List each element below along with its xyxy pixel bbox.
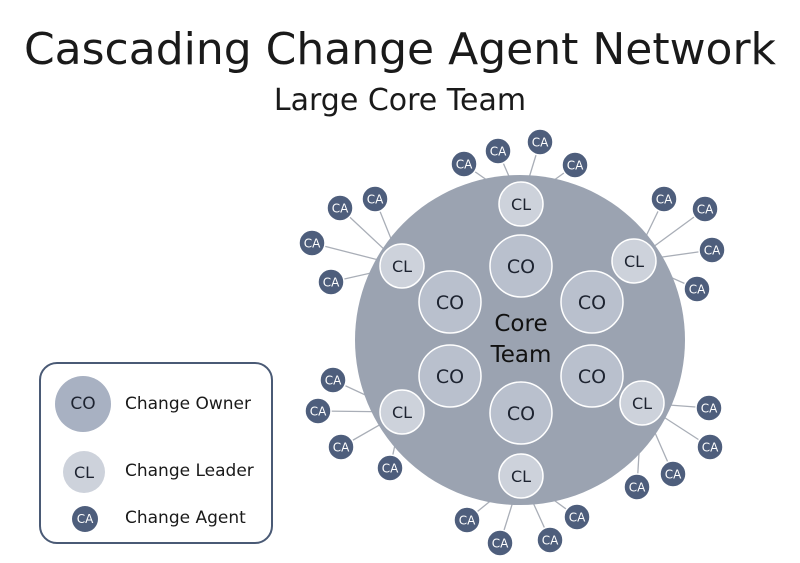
change-agent-node [450, 150, 478, 178]
change-agent-label: CA [459, 513, 476, 527]
core-team-circle [355, 175, 685, 505]
change-agent-label: CA [569, 510, 586, 524]
change-agent-label: CA [567, 158, 584, 172]
change-agent-label: CA [701, 401, 718, 415]
diagram-title: Cascading Change Agent Network [23, 24, 777, 75]
change-agent-node [695, 394, 723, 422]
change-agent-label: CA [333, 440, 350, 454]
change-agent-node [298, 229, 326, 257]
change-agent-label: CA [325, 373, 342, 387]
change-owner-label: CO [578, 366, 606, 388]
change-agent-label: CA [310, 404, 327, 418]
change-agent-label: CA [704, 243, 721, 257]
change-leader-node [498, 453, 544, 499]
change-owner-node [418, 344, 482, 408]
change-agent-label: CA [702, 440, 719, 454]
change-agent-node [361, 185, 389, 213]
legend: CO Change Owner CL Change Leader CA Chan… [39, 362, 273, 544]
change-agent-label: CA [629, 480, 646, 494]
change-agent-label: CA [367, 192, 384, 206]
change-agent-node [696, 433, 724, 461]
change-agent-node [526, 128, 554, 156]
change-agent-label: CA [532, 135, 549, 149]
change-leader-node [498, 181, 544, 227]
change-agent-label: CA [456, 157, 473, 171]
change-agent-node [691, 195, 719, 223]
change-agent-node [326, 194, 354, 222]
change-owner-label: CO [436, 366, 464, 388]
change-agent-node [561, 151, 589, 179]
legend-agent-label: Change Agent [125, 508, 246, 528]
change-agent-node [453, 506, 481, 534]
change-owner-label: CO [578, 292, 606, 314]
change-owner-node [418, 270, 482, 334]
change-leader-label: CL [511, 195, 531, 214]
change-owner-label: CO [436, 292, 464, 314]
change-leader-node [611, 238, 657, 284]
change-owner-node [489, 234, 553, 298]
change-agent-label: CA [665, 467, 682, 481]
change-owner-label: CO [507, 403, 535, 425]
change-agent-label: CA [542, 533, 559, 547]
change-agent-label: CA [382, 461, 399, 475]
change-leader-node [379, 389, 425, 435]
change-agent-node [563, 503, 591, 531]
change-owner-group: CO CO CO CO CO CO [418, 234, 624, 445]
change-agent-label: CA [492, 536, 509, 550]
change-agent-node [486, 529, 514, 557]
change-agent-node [319, 366, 347, 394]
change-leader-node [379, 243, 425, 289]
change-agent-node [650, 185, 678, 213]
change-agent-node [536, 526, 564, 554]
change-owner-node [560, 270, 624, 334]
change-leader-label: CL [624, 252, 644, 271]
change-leader-label: CL [632, 394, 652, 413]
core-team-label-line1: Core [494, 311, 547, 337]
change-agent-node [376, 454, 404, 482]
change-agent-label: CA [332, 201, 349, 215]
change-leader-node [619, 380, 665, 426]
change-agent-node [327, 433, 355, 461]
change-agent-label: CA [656, 192, 673, 206]
change-agent-label: CA [304, 236, 321, 250]
change-owner-node [560, 344, 624, 408]
change-owner-node [489, 381, 553, 445]
change-leader-label: CL [392, 403, 412, 422]
change-agent-node [623, 473, 651, 501]
change-agent-group: CA CA CA CA CA CA CA CA CA CA CA CA CA CA CA CA CA CA CA CA… [298, 128, 726, 557]
change-leader-label: CL [392, 257, 412, 276]
change-agent-label: CA [689, 282, 706, 296]
change-agent-node [484, 137, 512, 165]
change-agent-node [659, 460, 687, 488]
change-agent-label: CA [490, 144, 507, 158]
change-agent-label: CA [697, 202, 714, 216]
diagram-subtitle: Large Core Team [273, 83, 527, 118]
change-agent-node [683, 275, 711, 303]
legend-agent-icon: CA [72, 506, 98, 532]
legend-owner-label: Change Owner [125, 394, 251, 414]
core-team-label-line2: Team [490, 342, 552, 368]
change-agent-node [698, 236, 726, 264]
change-leader-group: CL CL CL CL CL CL [379, 181, 665, 499]
change-agent-node [317, 268, 345, 296]
change-agent-node [304, 397, 332, 425]
legend-leader-label: Change Leader [125, 461, 254, 481]
change-leader-label: CL [511, 467, 531, 486]
change-agent-label: CA [323, 275, 340, 289]
legend-leader-icon: CL [63, 451, 105, 493]
change-owner-label: CO [507, 256, 535, 278]
legend-owner-icon: CO [55, 376, 111, 432]
